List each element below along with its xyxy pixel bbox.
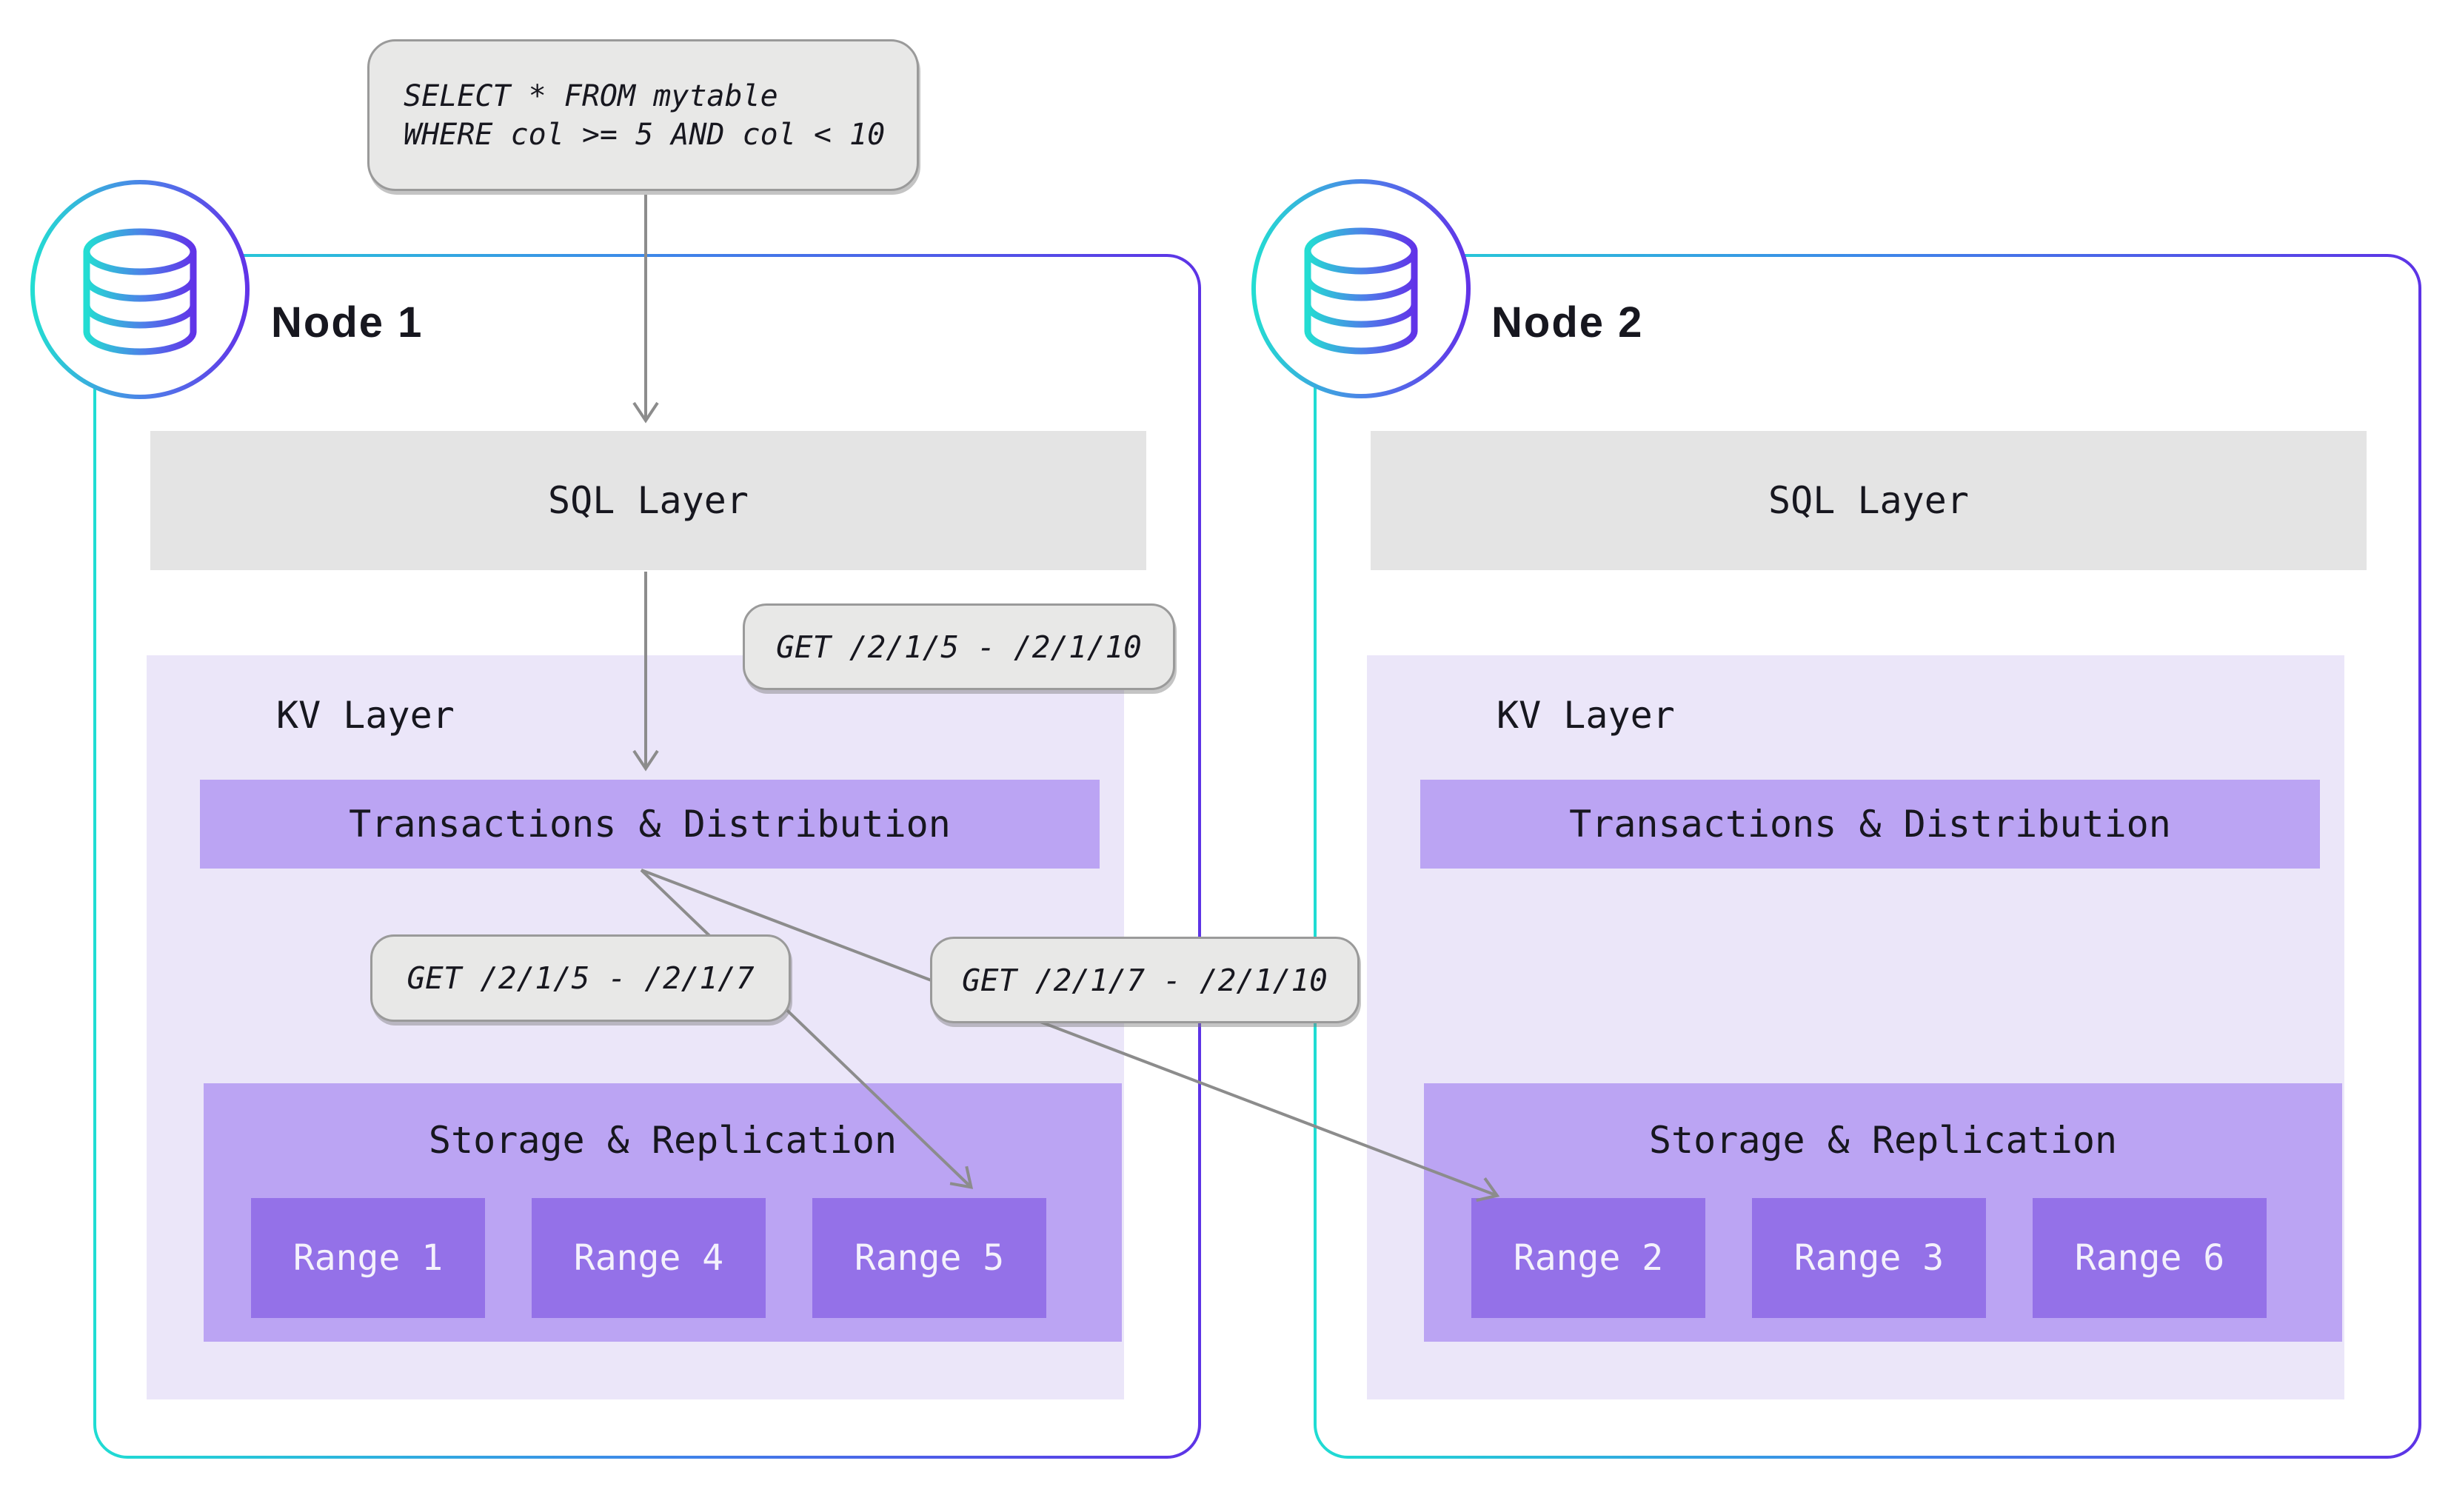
node2-kv-layer-label: KV Layer [1497, 694, 1675, 737]
node1-kv-layer-label: KV Layer [276, 694, 455, 737]
node1-range-5: Range 5 [812, 1198, 1046, 1318]
node2-storage-box: Storage & Replication Range 2 Range 3 Ra… [1424, 1083, 2342, 1342]
sql-query-line1: SELECT * FROM mytable [404, 78, 778, 113]
get-request-left-split-bubble: GET /2/1/5 - /2/1/7 [370, 934, 791, 1022]
node2-container: Node 2 SQL Layer KV Layer Transactions &… [1314, 254, 2421, 1459]
node2-sql-layer: SQL Layer [1371, 431, 2367, 570]
node1-range-1: Range 1 [251, 1198, 485, 1318]
node2-title: Node 2 [1491, 298, 1644, 347]
node1-range-4: Range 4 [532, 1198, 766, 1318]
sql-query-bubble: SELECT * FROM mytable WHERE col >= 5 AND… [367, 39, 919, 191]
node1-storage-box: Storage & Replication Range 1 Range 4 Ra… [204, 1083, 1122, 1342]
node2-storage-label: Storage & Replication [1648, 1119, 2118, 1162]
node1-title: Node 1 [271, 298, 424, 347]
node1-transactions-label: Transactions & Distribution [349, 803, 951, 846]
node2-range-2: Range 2 [1471, 1198, 1705, 1318]
node2-transactions-label: Transactions & Distribution [1569, 803, 2171, 846]
node2-range-3: Range 3 [1752, 1198, 1986, 1318]
node2-transactions-box: Transactions & Distribution [1420, 780, 2320, 869]
node2-sql-layer-label: SQL Layer [1768, 479, 1969, 522]
node1-database-icon [30, 179, 250, 400]
get-request-right-split-bubble: GET /2/1/7 - /2/1/10 [930, 937, 1360, 1023]
node2-range-6: Range 6 [2033, 1198, 2267, 1318]
node1-storage-label: Storage & Replication [428, 1119, 897, 1162]
sql-query-line2: WHERE col >= 5 AND col < 10 [404, 117, 886, 152]
node1-sql-layer: SQL Layer [150, 431, 1146, 570]
get-request-full-range-bubble: GET /2/1/5 - /2/1/10 [743, 603, 1175, 690]
get-request-left-split-label: GET /2/1/5 - /2/1/7 [407, 960, 755, 996]
node1-transactions-box: Transactions & Distribution [200, 780, 1100, 869]
get-request-full-range-label: GET /2/1/5 - /2/1/10 [776, 629, 1142, 665]
node2-database-icon [1251, 178, 1471, 399]
get-request-right-split-label: GET /2/1/7 - /2/1/10 [962, 962, 1328, 998]
node1-container: Node 1 SQL Layer KV Layer Transactions &… [93, 254, 1201, 1459]
node1-sql-layer-label: SQL Layer [548, 479, 749, 522]
